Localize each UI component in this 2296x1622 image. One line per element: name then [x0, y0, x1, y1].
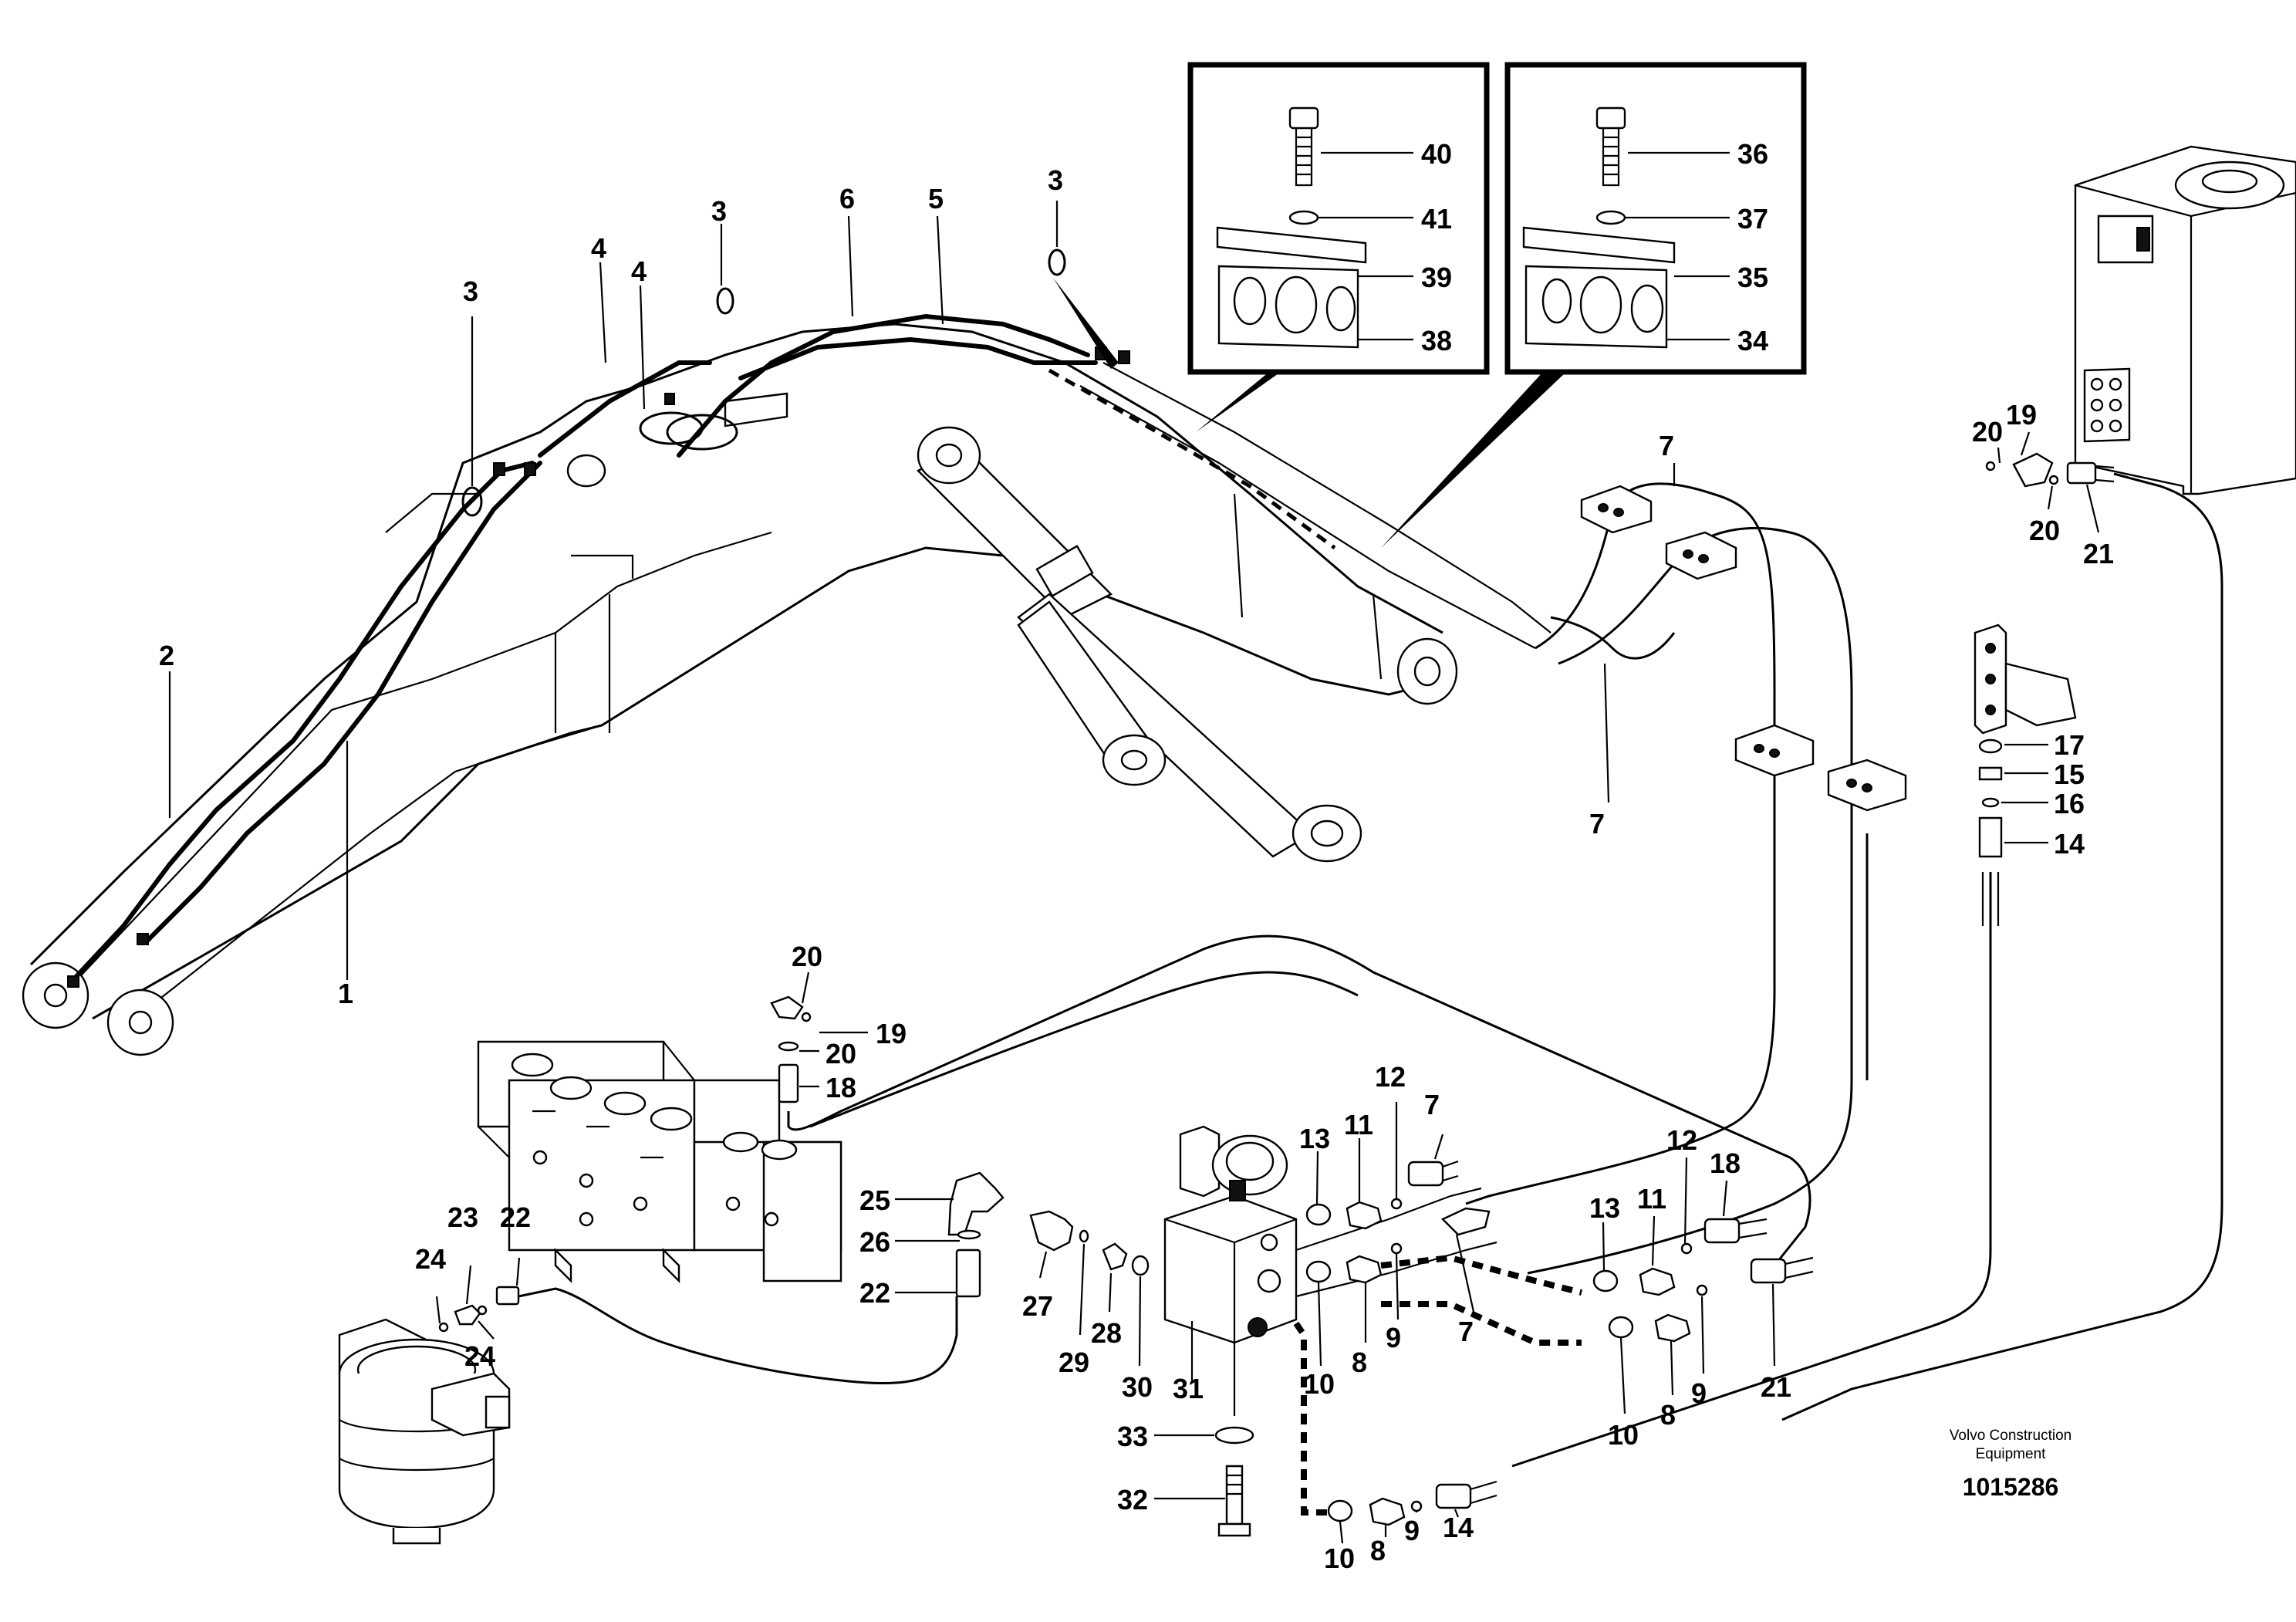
valve-fittings-upper: 13 11 12 7 10 8 9 7 [1299, 1061, 1491, 1400]
label-20-cv-mid: 20 [826, 1038, 856, 1070]
label-4-left: 4 [591, 232, 606, 264]
label-28: 28 [1091, 1317, 1122, 1349]
label-24-b: 24 [464, 1340, 495, 1372]
label-20-tank-a: 20 [1972, 416, 2003, 448]
label-4-mid: 4 [631, 255, 647, 287]
boom-labels: 2 1 3 3 3 4 4 5 6 [159, 164, 1119, 1009]
label-32: 32 [1117, 1484, 1148, 1516]
label-18-right: 18 [1710, 1147, 1741, 1179]
label-20-tank-b: 20 [2029, 515, 2060, 546]
label-27: 27 [1022, 1290, 1053, 1322]
label-8-bottom: 8 [1370, 1535, 1386, 1566]
label-10-vb: 10 [1304, 1368, 1335, 1400]
label-34: 34 [1737, 325, 1768, 357]
label-6: 6 [839, 183, 855, 215]
label-31: 31 [1173, 1373, 1204, 1404]
label-19-cv: 19 [876, 1018, 907, 1049]
label-5: 5 [928, 183, 944, 215]
label-38: 38 [1421, 325, 1452, 357]
label-10-right: 10 [1608, 1419, 1639, 1451]
hose-loops: 7 7 [1465, 430, 1907, 1275]
label-33: 33 [1117, 1421, 1148, 1452]
label-13-vb: 13 [1299, 1123, 1330, 1154]
bottom-fitting-group: 10 8 9 14 [1324, 1480, 1497, 1574]
right-fitting-group: 13 11 12 18 10 8 9 21 [1380, 1124, 1814, 1451]
label-12-right: 12 [1666, 1124, 1697, 1156]
label-24-a: 24 [415, 1243, 446, 1275]
drawing-number: 1015286 [1963, 1473, 2059, 1501]
adapter-set: 25 26 22 27 29 28 30 [859, 1171, 1153, 1403]
boom-illustration [22, 323, 1458, 1056]
label-9-bottom: 9 [1404, 1515, 1420, 1546]
label-7-mid: 7 [1589, 808, 1605, 840]
label-21-right: 21 [1761, 1371, 1791, 1403]
label-18-cv: 18 [826, 1072, 856, 1103]
label-20-cv-top: 20 [792, 941, 822, 972]
label-26: 26 [859, 1226, 890, 1258]
swivel-joint: 23 22 24 24 [338, 1201, 958, 1545]
label-11-vb: 11 [1344, 1109, 1373, 1140]
label-3-right: 3 [1048, 164, 1063, 196]
label-36: 36 [1737, 138, 1768, 170]
label-1: 1 [338, 978, 353, 1009]
label-30: 30 [1122, 1371, 1153, 1403]
label-3-mid: 3 [711, 195, 727, 227]
label-7-top: 7 [1659, 430, 1674, 461]
label-9-right: 9 [1691, 1377, 1707, 1409]
hydraulic-tank: 19 20 20 21 [1781, 145, 2296, 1421]
label-40: 40 [1421, 138, 1452, 170]
label-8-right: 8 [1660, 1399, 1676, 1431]
valve-block: 31 33 32 [1117, 1125, 1497, 1537]
label-25: 25 [859, 1184, 890, 1216]
label-11-right: 11 [1637, 1183, 1666, 1215]
label-35: 35 [1737, 262, 1768, 293]
label-16: 16 [2054, 788, 2085, 819]
label-22-swivel: 22 [500, 1201, 531, 1233]
label-23: 23 [447, 1201, 478, 1233]
label-21-tank: 21 [2083, 538, 2114, 569]
label-2: 2 [159, 640, 174, 671]
label-14-bottom: 14 [1443, 1512, 1474, 1543]
label-7-vb-b: 7 [1458, 1316, 1474, 1347]
label-3-left: 3 [463, 275, 478, 307]
control-valve-bank: 20 19 20 18 [477, 934, 1811, 1283]
label-14-bracket: 14 [2054, 828, 2085, 860]
label-22-adapter: 22 [859, 1277, 890, 1309]
label-13-right: 13 [1589, 1192, 1620, 1224]
label-39: 39 [1421, 262, 1452, 293]
label-8-vb: 8 [1352, 1347, 1367, 1378]
label-17: 17 [2054, 729, 2085, 761]
bracket-assembly: 17 15 16 14 [1511, 623, 2085, 1468]
brand-line-1: Volvo Construction [1950, 1428, 2071, 1444]
label-15: 15 [2054, 759, 2085, 790]
detail-box-right: 36 37 35 34 [1381, 62, 1807, 548]
label-29: 29 [1059, 1347, 1089, 1378]
label-19-tank: 19 [2006, 399, 2037, 431]
brand-line-2: Equipment [1976, 1446, 2047, 1462]
label-7-vb: 7 [1424, 1089, 1440, 1120]
detail-box-left: 40 41 39 38 [1187, 62, 1490, 432]
label-12-vb: 12 [1375, 1061, 1406, 1093]
label-41: 41 [1421, 203, 1452, 235]
label-10-bottom: 10 [1324, 1543, 1355, 1574]
boom-cylinder [916, 426, 1362, 863]
label-37: 37 [1737, 203, 1768, 235]
label-9-vb: 9 [1386, 1322, 1401, 1353]
title-block: Volvo Construction Equipment 1015286 [1950, 1428, 2071, 1501]
